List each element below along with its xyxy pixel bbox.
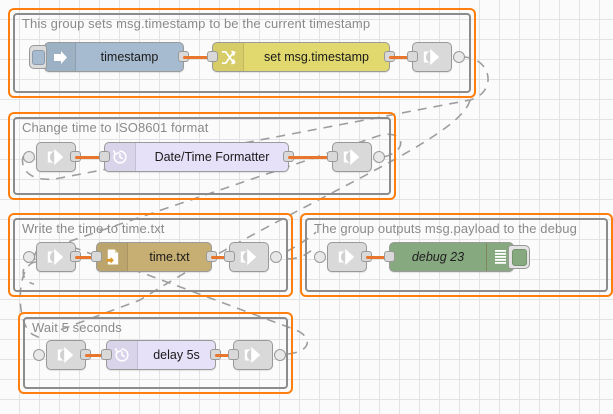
- link-out-icon: [234, 341, 272, 369]
- node-delay-5s[interactable]: delay 5s: [101, 340, 221, 370]
- group-label: Wait 5 seconds: [32, 320, 122, 335]
- wire-linkin-to-delay: [85, 354, 107, 357]
- node-label: timestamp: [100, 50, 159, 64]
- node-debug-23[interactable]: debug 23: [384, 242, 530, 272]
- input-port[interactable]: [207, 51, 218, 62]
- node-link-out-5[interactable]: [228, 340, 286, 370]
- node-file-timetxt[interactable]: time.txt: [91, 242, 217, 272]
- group-label: This group sets msg.timestamp to be the …: [22, 16, 371, 31]
- node-link-in-2[interactable]: [23, 142, 81, 172]
- input-port[interactable]: [101, 349, 112, 360]
- wire-linkin-to-moment: [75, 156, 105, 159]
- group-inner-border: [23, 317, 288, 389]
- link-in-icon: [328, 243, 366, 271]
- node-inject-timestamp[interactable]: timestamp: [29, 42, 189, 72]
- node-link-in-5[interactable]: [33, 340, 91, 370]
- inject-trigger-button[interactable]: [29, 45, 47, 69]
- wire-file-to-linkout: [211, 256, 235, 259]
- node-moment-formatter[interactable]: Date/Time Formatter: [99, 142, 294, 172]
- node-link-out-3[interactable]: [224, 242, 282, 272]
- link-in-icon: [37, 243, 75, 271]
- node-label: debug 23: [411, 250, 465, 264]
- group-timestamp[interactable]: This group sets msg.timestamp to be the …: [8, 8, 476, 98]
- wire-linkin-to-file: [75, 256, 97, 259]
- input-port[interactable]: [23, 251, 35, 263]
- node-link-in-3[interactable]: [23, 242, 81, 272]
- debug-enable-toggle[interactable]: [508, 245, 530, 269]
- group-label: The group outputs msg.payload to the deb…: [314, 221, 577, 236]
- inject-trigger-swatch: [31, 49, 45, 65]
- link-in-icon: [47, 341, 85, 369]
- link-out-icon: [230, 243, 268, 271]
- debug-toggle-swatch: [511, 248, 527, 266]
- clock-icon: [107, 341, 138, 369]
- debug-stripes-icon: [486, 243, 513, 271]
- group-inner-border: [13, 13, 471, 93]
- node-link-in-4[interactable]: [314, 242, 372, 272]
- change-switch-icon: [213, 43, 244, 71]
- wire-moment-to-linkout: [288, 156, 329, 159]
- input-port[interactable]: [228, 349, 239, 360]
- output-port[interactable]: [453, 51, 465, 63]
- input-port[interactable]: [33, 349, 45, 361]
- inject-arrow-icon: [45, 43, 76, 71]
- input-port[interactable]: [384, 251, 395, 262]
- output-port[interactable]: [270, 251, 282, 263]
- node-label: time.txt: [149, 250, 190, 264]
- node-change-set-timestamp[interactable]: set msg.timestamp: [207, 42, 395, 72]
- wire-inject-to-change: [183, 56, 213, 59]
- group-debug[interactable]: The group outputs msg.payload to the deb…: [300, 213, 613, 297]
- group-label: Write the time to time.txt: [22, 221, 165, 236]
- clock-icon: [105, 143, 136, 171]
- group-label: Change time to ISO8601 format: [22, 120, 209, 135]
- input-port[interactable]: [224, 251, 235, 262]
- group-writefile[interactable]: Write the time to time.txt: [8, 213, 293, 297]
- group-inner-border: [13, 218, 288, 292]
- input-port[interactable]: [407, 51, 418, 62]
- link-out-icon: [333, 143, 371, 171]
- link-in-icon: [37, 143, 75, 171]
- group-iso8601[interactable]: Change time to ISO8601 format: [8, 112, 396, 200]
- output-port[interactable]: [373, 151, 385, 163]
- file-write-icon: [97, 243, 128, 271]
- node-link-out-2[interactable]: [327, 142, 385, 172]
- output-port[interactable]: [274, 349, 286, 361]
- wire-change-to-linkout: [389, 56, 415, 59]
- node-label: Date/Time Formatter: [154, 150, 270, 164]
- wire-linkin-to-debug: [366, 256, 390, 259]
- group-delay[interactable]: Wait 5 seconds: [18, 312, 293, 394]
- node-label: set msg.timestamp: [264, 50, 369, 64]
- input-port[interactable]: [99, 151, 110, 162]
- node-link-out-1[interactable]: [407, 42, 465, 72]
- wire-delay-to-linkout: [215, 354, 239, 357]
- input-port[interactable]: [23, 151, 35, 163]
- group-inner-border: [13, 117, 391, 195]
- input-port[interactable]: [314, 251, 326, 263]
- group-inner-border: [305, 218, 608, 292]
- input-port[interactable]: [327, 151, 338, 162]
- node-label: delay 5s: [153, 348, 200, 362]
- link-out-icon: [413, 43, 451, 71]
- input-port[interactable]: [91, 251, 102, 262]
